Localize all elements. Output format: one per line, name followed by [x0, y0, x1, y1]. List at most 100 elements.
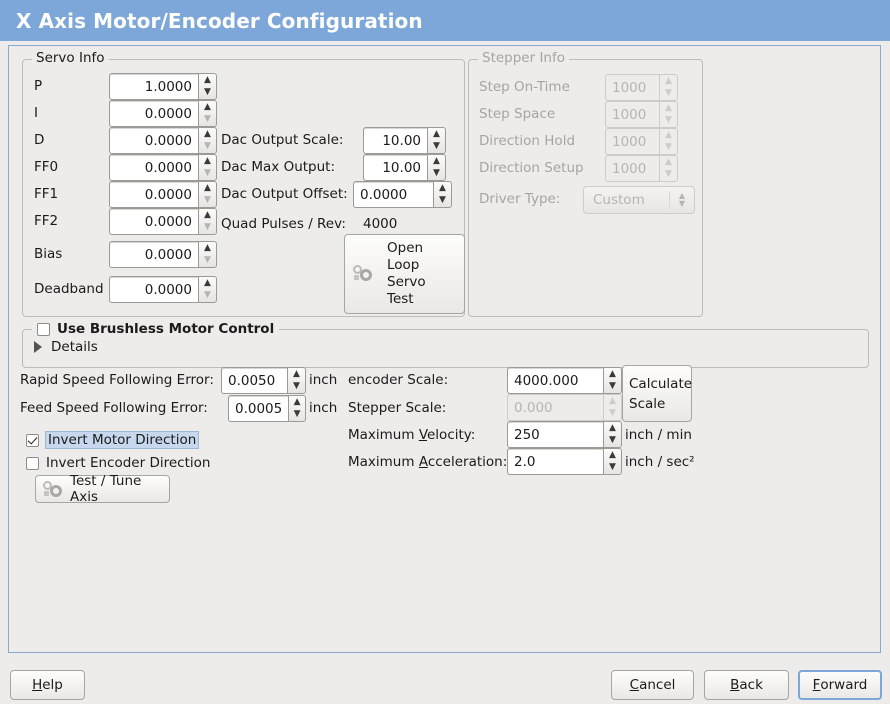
spin-up-icon[interactable]: ▲ — [293, 368, 300, 379]
dac-output-offset-buttons[interactable]: ▲▼ — [433, 181, 452, 208]
spin-down-icon[interactable]: ▼ — [609, 381, 616, 392]
spin-down-icon[interactable]: ▼ — [293, 409, 301, 420]
spin-down-icon[interactable]: ▼ — [204, 114, 211, 125]
calculate-scale-button[interactable]: Calculate Scale — [622, 365, 692, 422]
test-tune-axis-button[interactable]: Test / Tune Axis — [35, 473, 170, 505]
servo-spin-p[interactable]: 1.0000 ▲▼ — [109, 73, 217, 100]
dac-output-scale-buttons[interactable]: ▲▼ — [427, 127, 446, 154]
dac-max-output-value[interactable]: 10.00 — [363, 154, 427, 181]
servo-spin-ff2[interactable]: 0.0000 ▲▼ — [109, 208, 217, 235]
spin-down-icon[interactable]: ▼ — [609, 462, 616, 473]
dac-output-offset-spin[interactable]: 0.0000 ▲▼ — [353, 181, 452, 208]
servo-spin-d[interactable]: 0.0000 ▲▼ — [109, 127, 217, 154]
spin-down-icon[interactable]: ▼ — [204, 255, 211, 266]
feed-speed-following-error-spin[interactable]: 0.0005 ▲▼ — [228, 395, 306, 422]
spin-up-icon[interactable]: ▲ — [204, 242, 211, 253]
spin-up-icon[interactable]: ▲ — [204, 182, 211, 193]
spin-up-icon[interactable]: ▲ — [204, 155, 211, 166]
spin-down-icon: ▼ — [665, 142, 672, 153]
spin-down-icon[interactable]: ▼ — [204, 195, 211, 206]
spin-down-icon[interactable]: ▼ — [293, 381, 300, 392]
servo-spin-i[interactable]: 0.0000 ▲▼ — [109, 100, 217, 127]
spin-up-icon[interactable]: ▲ — [609, 422, 616, 433]
maximum-acceleration-spin[interactable]: 2.0 ▲▼ — [507, 448, 622, 475]
use-brushless-motor-control-checkbox[interactable]: Use Brushless Motor Control — [32, 321, 280, 337]
encoder-scale-buttons[interactable]: ▲▼ — [603, 367, 622, 394]
invert-motor-direction-label: Invert Motor Direction — [44, 431, 200, 449]
servo-spin-d-value[interactable]: 0.0000 — [109, 127, 198, 154]
servo-spin-ff1[interactable]: 0.0000 ▲▼ — [109, 181, 217, 208]
direction-hold-spin: 1000 ▲▼ — [605, 128, 678, 155]
spin-up-icon[interactable]: ▲ — [609, 368, 616, 379]
servo-spin-ff0-buttons[interactable]: ▲▼ — [198, 154, 217, 181]
spin-up-icon[interactable]: ▲ — [204, 128, 211, 139]
servo-spin-p-buttons[interactable]: ▲▼ — [198, 73, 217, 100]
servo-spin-bias-buttons[interactable]: ▲▼ — [198, 241, 217, 268]
rapid-spin-buttons[interactable]: ▲▼ — [287, 367, 306, 394]
servo-spin-ff2-buttons[interactable]: ▲▼ — [198, 208, 217, 235]
spin-down-icon[interactable]: ▼ — [204, 222, 211, 233]
spin-down-icon[interactable]: ▼ — [439, 195, 446, 206]
spin-down-icon[interactable]: ▼ — [433, 168, 440, 179]
servo-spin-ff0-value[interactable]: 0.0000 — [109, 154, 198, 181]
checkbox-box[interactable] — [26, 433, 39, 447]
spin-up-icon[interactable]: ▲ — [204, 277, 211, 288]
servo-spin-bias-value[interactable]: 0.0000 — [109, 241, 198, 268]
maximum-velocity-spin[interactable]: 250 ▲▼ — [507, 421, 622, 448]
test-tune-axis-label: Test / Tune Axis — [70, 473, 142, 505]
spin-up-icon[interactable]: ▲ — [204, 101, 211, 112]
invert-motor-direction-checkbox[interactable]: Invert Motor Direction — [26, 431, 200, 449]
rapid-speed-following-error-spin[interactable]: 0.0050 ▲▼ — [221, 367, 306, 394]
feed-speed-following-error-value[interactable]: 0.0005 — [228, 395, 289, 422]
spin-up-icon[interactable]: ▲ — [204, 74, 211, 85]
invert-encoder-direction-checkbox[interactable]: Invert Encoder Direction — [26, 455, 210, 471]
servo-spin-i-buttons[interactable]: ▲▼ — [198, 100, 217, 127]
details-expander[interactable]: Details — [32, 339, 98, 355]
rapid-speed-following-error-value[interactable]: 0.0050 — [221, 367, 287, 394]
dac-max-output-buttons[interactable]: ▲▼ — [427, 154, 446, 181]
servo-spin-ff0[interactable]: 0.0000 ▲▼ — [109, 154, 217, 181]
dac-output-scale-spin[interactable]: 10.00 ▲▼ — [363, 127, 446, 154]
spin-up-icon: ▲ — [665, 156, 672, 167]
encoder-scale-value[interactable]: 4000.000 — [507, 367, 603, 394]
open-loop-servo-test-button[interactable]: Open Loop Servo Test — [344, 234, 465, 314]
chevron-right-icon[interactable] — [34, 341, 42, 353]
checkbox-box[interactable] — [37, 322, 50, 336]
servo-spin-deadband[interactable]: 0.0000 ▲▼ — [109, 276, 217, 303]
dac-output-offset-value[interactable]: 0.0000 — [353, 181, 433, 208]
spin-down-icon[interactable]: ▼ — [204, 141, 211, 152]
spin-up-icon[interactable]: ▲ — [204, 209, 211, 220]
encoder-scale-spin[interactable]: 4000.000 ▲▼ — [507, 367, 622, 394]
feed-spin-buttons[interactable]: ▲▼ — [288, 395, 306, 422]
spin-up-icon[interactable]: ▲ — [293, 396, 301, 407]
spin-up-icon[interactable]: ▲ — [433, 155, 440, 166]
maximum-acceleration-buttons[interactable]: ▲▼ — [603, 448, 622, 475]
spin-up-icon[interactable]: ▲ — [609, 449, 616, 460]
maximum-velocity-value[interactable]: 250 — [507, 421, 603, 448]
dac-max-output-spin[interactable]: 10.00 ▲▼ — [363, 154, 446, 181]
servo-spin-deadband-value[interactable]: 0.0000 — [109, 276, 198, 303]
spin-up-icon[interactable]: ▲ — [439, 182, 446, 193]
servo-spin-d-buttons[interactable]: ▲▼ — [198, 127, 217, 154]
spin-down-icon[interactable]: ▼ — [204, 87, 211, 98]
checkbox-box[interactable] — [26, 456, 39, 470]
spin-up-icon[interactable]: ▲ — [433, 128, 440, 139]
servo-spin-i-value[interactable]: 0.0000 — [109, 100, 198, 127]
spin-down-icon[interactable]: ▼ — [204, 168, 211, 179]
servo-spin-ff2-value[interactable]: 0.0000 — [109, 208, 198, 235]
maximum-velocity-buttons[interactable]: ▲▼ — [603, 421, 622, 448]
servo-spin-ff1-buttons[interactable]: ▲▼ — [198, 181, 217, 208]
servo-spin-bias[interactable]: 0.0000 ▲▼ — [109, 241, 217, 268]
maximum-acceleration-value[interactable]: 2.0 — [507, 448, 603, 475]
spin-down-icon[interactable]: ▼ — [609, 435, 616, 446]
dac-output-scale-value[interactable]: 10.00 — [363, 127, 427, 154]
spin-down-icon[interactable]: ▼ — [433, 141, 440, 152]
servo-spin-deadband-buttons[interactable]: ▲▼ — [198, 276, 217, 303]
spin-down-icon[interactable]: ▼ — [204, 290, 211, 301]
servo-spin-ff1-value[interactable]: 0.0000 — [109, 181, 198, 208]
servo-spin-p-value[interactable]: 1.0000 — [109, 73, 198, 100]
